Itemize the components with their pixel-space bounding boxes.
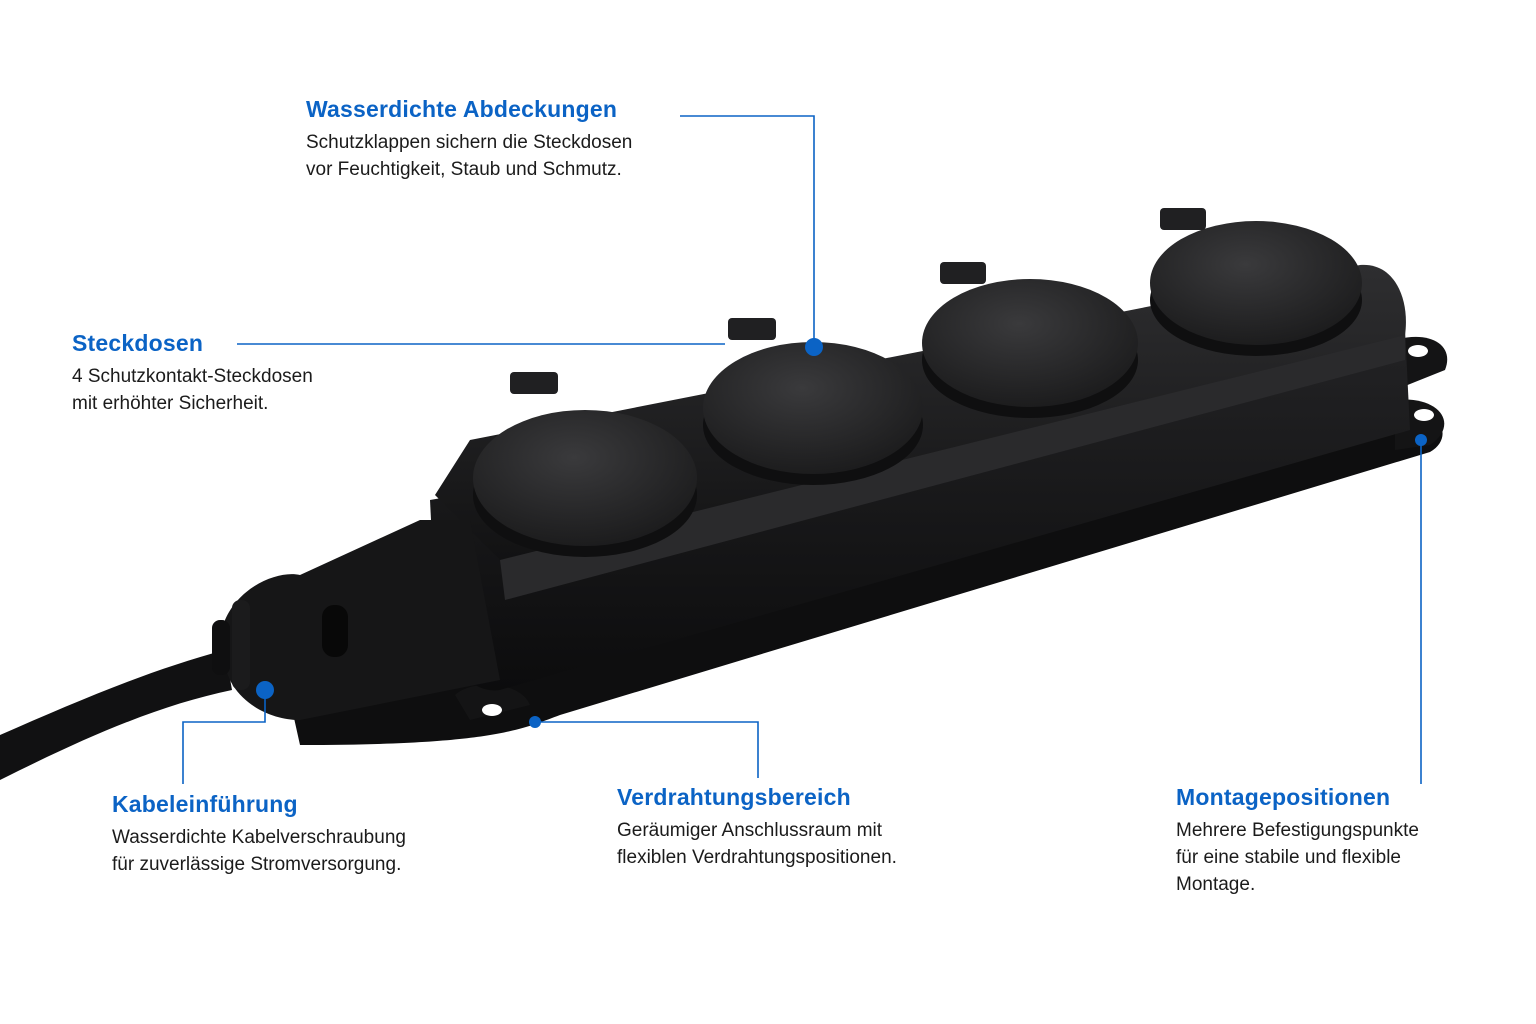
socket-cover-1 <box>473 372 697 557</box>
callout-line: für zuverlässige Stromversorgung. <box>112 854 402 875</box>
callout-line: 4 Schutzkontakt-Steckdosen <box>72 366 313 387</box>
callout-text: Wasserdichte Kabelverschraubung für zuve… <box>112 824 492 878</box>
mounting-lug-right-top <box>1395 336 1448 390</box>
mounting-lug-left-bottom <box>455 684 530 720</box>
callout-line: für eine stabile und flexible <box>1176 847 1401 868</box>
callout-line: vor Feuchtigkeit, Staub und Schmutz. <box>306 159 622 180</box>
callout-text: Geräumiger Anschlussraum mit flexiblen V… <box>617 817 997 871</box>
housing-bevel <box>500 335 1405 600</box>
leader-cable-entry <box>182 690 266 784</box>
leader-waterproof-covers <box>680 115 815 345</box>
power-cable <box>0 650 232 780</box>
callout-line: Mehrere Befestigungspunkte <box>1176 820 1419 841</box>
callout-text: Schutzklappen sichern die Steckdosen vor… <box>306 129 746 183</box>
callout-waterproof-covers: Wasserdichte Abdeckungen Schutzklappen s… <box>306 96 746 183</box>
callout-text: Mehrere Befestigungspunkte für eine stab… <box>1176 817 1506 898</box>
socket-cover-2 <box>703 318 923 485</box>
mounting-hole-right-top <box>1408 345 1428 357</box>
callout-sockets: Steckdosen 4 Schutzkontakt-Steckdosen mi… <box>72 330 402 417</box>
marker-waterproof-covers <box>805 338 823 356</box>
callout-text: 4 Schutzkontakt-Steckdosen mit erhöhter … <box>72 363 402 417</box>
callout-line: Schutzklappen sichern die Steckdosen <box>306 132 633 153</box>
cable-gland <box>224 520 500 720</box>
callout-wiring-area: Verdrahtungsbereich Geräumiger Anschluss… <box>617 784 997 871</box>
callout-title: Wasserdichte Abdeckungen <box>306 96 618 122</box>
marker-dots <box>256 338 1427 728</box>
marker-mounting <box>1415 434 1427 446</box>
callout-line: Wasserdichte Kabelverschraubung <box>112 827 406 848</box>
callout-title: Kabeleinführung <box>112 791 298 817</box>
gland-ring-1 <box>212 620 230 675</box>
marker-wiring-area <box>529 716 541 728</box>
callout-line: Montage. <box>1176 874 1256 895</box>
callout-title: Steckdosen <box>72 330 204 356</box>
socket-cover-3 <box>922 262 1138 418</box>
gland-slot <box>322 605 348 657</box>
callout-title: Verdrahtungsbereich <box>617 784 851 810</box>
marker-cable-entry <box>256 681 274 699</box>
socket-cover-4 <box>1150 208 1362 356</box>
callout-line: mit erhöhter Sicherheit. <box>72 393 269 414</box>
leader-lines <box>182 115 1422 784</box>
mounting-hole-left-bottom <box>482 704 502 716</box>
callout-line: flexiblen Verdrahtungspositionen. <box>617 847 897 868</box>
callout-cable-entry: Kabeleinführung Wasserdichte Kabelversch… <box>112 791 492 878</box>
callout-title: Montagepositionen <box>1176 784 1391 810</box>
mounting-hole-right-bottom <box>1414 409 1434 421</box>
gland-ring-2 <box>232 600 250 690</box>
callout-mounting: Montagepositionen Mehrere Befestigungspu… <box>1176 784 1506 898</box>
leader-wiring-area <box>535 721 759 778</box>
callout-line: Geräumiger Anschlussraum mit <box>617 820 883 841</box>
